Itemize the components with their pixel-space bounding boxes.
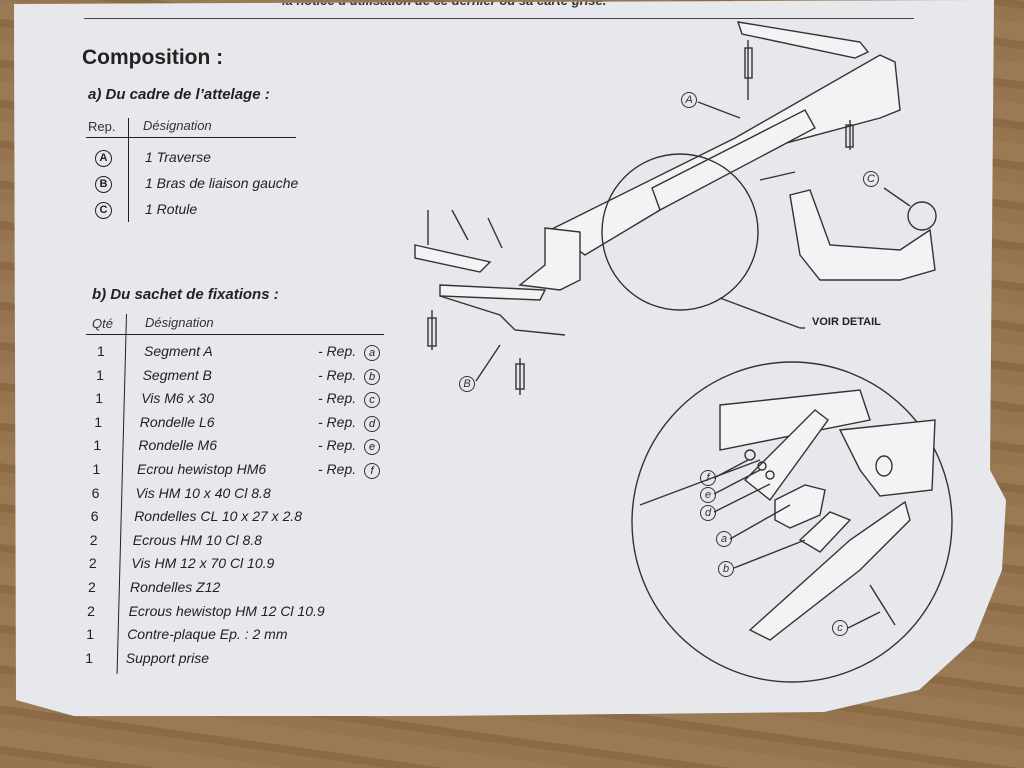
frame-header-rule xyxy=(86,137,296,138)
fixings-row-designation: Segment B xyxy=(142,366,212,383)
fixings-row-qty: 1 xyxy=(85,649,94,666)
frame-row-designation: 1 Rotule xyxy=(145,201,198,217)
callout-e: e xyxy=(700,487,716,503)
fixings-row-qty: 2 xyxy=(89,531,98,548)
fixings-row-designation: Vis HM 12 x 70 Cl 10.9 xyxy=(131,555,275,572)
fixings-row-designation: Ecrous HM 10 Cl 8.8 xyxy=(132,531,262,548)
fixings-row-designation: Vis HM 10 x 40 Cl 8.8 xyxy=(135,484,271,501)
fixings-row-qty: 2 xyxy=(88,579,96,595)
frame-row-rep: B xyxy=(95,174,112,193)
ball-hitch-ball xyxy=(907,201,937,231)
top-note: la notice d’utilisation de ce dernier ou… xyxy=(282,0,607,8)
fixings-row-rep: d xyxy=(364,414,380,432)
top-rule xyxy=(84,18,914,19)
frame-column-divider xyxy=(128,118,129,222)
fixings-row-qty: 2 xyxy=(87,602,95,619)
fixings-row-qty: 1 xyxy=(93,437,102,454)
fixings-row-designation: Support prise xyxy=(125,649,210,666)
callout-c: c xyxy=(832,620,848,636)
fixings-row-rep: b xyxy=(364,367,380,385)
fixings-section-title: b) Du sachet de fixations : xyxy=(92,286,279,303)
fixings-row-qty: 1 xyxy=(92,461,101,477)
fixings-row-designation: Ecrou hewistop HM6 xyxy=(137,461,267,477)
callout-b: b xyxy=(718,561,734,577)
fixings-row-qty: 6 xyxy=(90,508,99,525)
callout-C: C xyxy=(863,171,879,187)
fixings-col-designation: Désignation xyxy=(145,315,214,330)
fixings-row-qty: 1 xyxy=(94,413,103,430)
callout-d: d xyxy=(700,505,716,521)
fixings-row-qty: 1 xyxy=(97,343,105,359)
fixings-row-rep-label: - Rep. xyxy=(318,437,357,454)
fixings-row-designation: Rondelle L6 xyxy=(139,413,215,430)
fixings-header-rule xyxy=(86,334,384,335)
frame-col-designation: Désignation xyxy=(143,118,212,133)
fixings-row-rep-label: - Rep. xyxy=(318,343,357,359)
see-detail-label: VOIR DETAIL xyxy=(812,316,881,328)
frame-section-title: a) Du cadre de l’attelage : xyxy=(88,86,270,103)
frame-col-rep: Rep. xyxy=(88,119,116,134)
detail-circle-small xyxy=(601,153,759,311)
frame-row-designation: 1 Traverse xyxy=(145,149,211,165)
ball-hitch-shape xyxy=(789,189,936,281)
fixings-row-qty: 6 xyxy=(91,484,100,501)
fixings-row-rep: a xyxy=(364,343,380,361)
frame-row-rep: C xyxy=(95,200,112,219)
fixings-row-qty: 1 xyxy=(96,366,104,383)
callout-f: f xyxy=(700,470,716,486)
composition-title: Composition : xyxy=(82,46,224,69)
fixings-row-designation: Contre-plaque Ep. : 2 mm xyxy=(127,626,288,643)
fixings-row-qty: 2 xyxy=(88,555,97,572)
fixings-row-designation: Rondelle M6 xyxy=(138,437,217,454)
fixings-row-rep-label: - Rep. xyxy=(318,461,357,477)
detail-circle-large xyxy=(631,361,953,683)
fixings-row-designation: Ecrous hewistop HM 12 Cl 10.9 xyxy=(128,602,325,619)
callout-a: a xyxy=(716,531,732,547)
callout-B: B xyxy=(459,376,475,392)
callout-A: A xyxy=(681,92,697,108)
fixings-col-qty: Qté xyxy=(92,316,113,331)
frame-row-designation: 1 Bras de liaison gauche xyxy=(145,175,299,191)
fixings-row-rep: c xyxy=(364,390,380,409)
fixings-row-rep-label: - Rep. xyxy=(318,413,357,430)
fixings-row-designation: Segment A xyxy=(144,343,213,359)
fixings-row-designation: Rondelles Z12 xyxy=(130,579,221,595)
fixings-row-rep: f xyxy=(364,461,380,479)
fixings-row-rep-label: - Rep. xyxy=(318,366,357,383)
fixings-row-designation: Vis M6 x 30 xyxy=(141,390,215,407)
fixings-row-qty: 1 xyxy=(86,626,94,643)
fixings-row-rep-label: - Rep. xyxy=(318,390,357,407)
fixings-row-qty: 1 xyxy=(95,390,103,407)
fixings-row-rep: e xyxy=(364,437,380,456)
frame-row-rep: A xyxy=(95,148,112,167)
fixings-row-designation: Rondelles CL 10 x 27 x 2.8 xyxy=(134,508,303,525)
